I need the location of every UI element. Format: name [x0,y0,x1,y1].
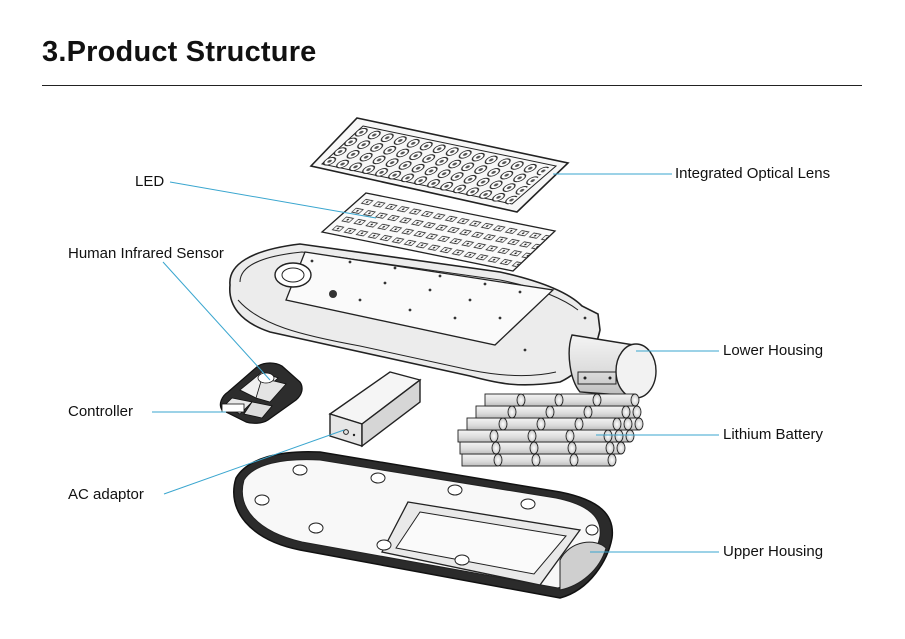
battery-cell-end [634,417,644,431]
battery-cell-end [498,417,508,431]
battery-cell [542,417,580,431]
battery-cell-end [536,417,546,431]
battery-cell [571,429,609,443]
label-ac-adaptor: AC adaptor [68,486,144,503]
battery-cell [457,429,495,443]
battery-cell-end [527,429,537,443]
battery-cell-end [569,453,579,467]
battery-cell-end [616,441,626,455]
battery-cell-end [614,429,624,443]
title-divider [42,85,862,86]
page-title: 3.Product Structure [42,36,317,68]
battery-cell-end [592,393,602,407]
battery-cell-end [531,453,541,467]
label-controller: Controller [68,403,134,420]
battery-cell [484,393,522,407]
battery-cell-end [621,405,631,419]
battery-cell-end [529,441,539,455]
leader-line-ac-adaptor [163,429,345,495]
battery-cell [560,393,598,407]
lithium-battery-part [457,393,644,467]
battery-cell [522,393,560,407]
label-upper-housing: Upper Housing [723,543,824,560]
battery-cell-end [612,417,622,431]
battery-cell-end [545,405,555,419]
battery-cell [575,453,613,467]
label-integrated-optical-lens: Integrated Optical Lens [675,165,831,182]
battery-cell-end [507,405,517,419]
label-led: LED [135,173,165,190]
battery-cell-end [491,441,501,455]
battery-cell [573,441,611,455]
battery-cell-end [605,441,615,455]
optical-lens-part [309,117,570,213]
leader-lines [152,173,719,553]
battery-cell-end [623,417,633,431]
label-lithium-battery: Lithium Battery [723,426,824,443]
battery-cell [589,405,627,419]
leader-line-led [169,181,377,219]
battery-cell [535,441,573,455]
upper-housing-part [233,450,614,599]
battery-cell [598,393,636,407]
battery-cell [504,417,542,431]
battery-cell-end [574,417,584,431]
battery-cell [537,453,575,467]
battery-cell [533,429,571,443]
battery-cell [513,405,551,419]
battery-cell-end [516,393,526,407]
battery-cell [461,453,499,467]
battery-cell [499,453,537,467]
battery-cell-end [607,453,617,467]
battery-cell-end [625,429,635,443]
led-board-part [320,192,557,272]
battery-cell-end [583,405,593,419]
battery-cell [495,429,533,443]
battery-cell-end [603,429,613,443]
battery-cell-end [630,393,640,407]
battery-cell [475,405,513,419]
controller-part [219,362,303,424]
battery-cell-end [567,441,577,455]
ac-adaptor-part [328,371,422,448]
battery-cell-end [554,393,564,407]
battery-cell-end [489,429,499,443]
leader-line-sensor [162,261,271,381]
battery-cell-end [493,453,503,467]
battery-cell [497,441,535,455]
label-lower-housing: Lower Housing [723,342,824,359]
label-human-infrared-sensor: Human Infrared Sensor [68,245,224,262]
battery-cell [459,441,497,455]
battery-cell-end [632,405,642,419]
battery-cell-end [565,429,575,443]
battery-cell [466,417,504,431]
battery-cell [551,405,589,419]
lower-housing-part [229,243,657,399]
battery-cell [580,417,618,431]
